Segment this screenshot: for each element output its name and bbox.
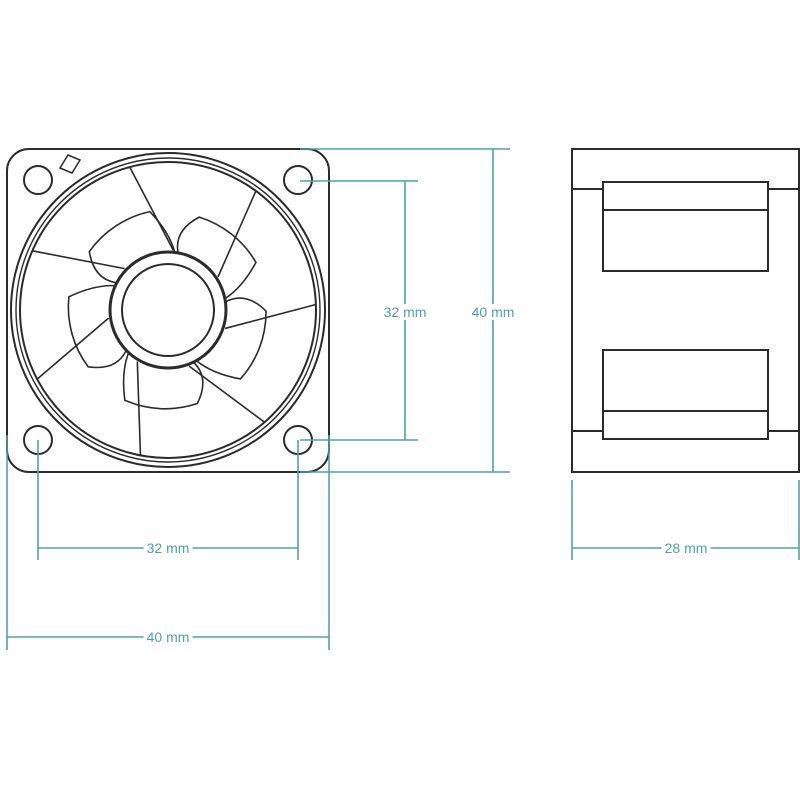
fan-spoke xyxy=(224,303,317,330)
fan-front-view xyxy=(6,148,330,473)
fan-spoke xyxy=(136,361,142,456)
fan-blade xyxy=(88,210,176,284)
fan-spoke xyxy=(217,190,257,278)
dimension-lines xyxy=(6,148,800,650)
fan-spoke xyxy=(36,317,110,380)
dimension-label-hole-spacing-horizontal: 32 mm xyxy=(143,540,193,556)
fan-blade xyxy=(122,352,204,410)
fan-blade xyxy=(67,284,127,369)
fan-side-view xyxy=(571,148,800,473)
fan-blade xyxy=(195,297,267,380)
fan-spoke xyxy=(128,166,174,251)
fan-spoke xyxy=(32,250,125,270)
dimension-label-height: 40 mm xyxy=(468,304,518,320)
dimension-label-hole-spacing-vertical: 32 mm xyxy=(380,304,430,320)
dimension-label-width: 40 mm xyxy=(143,629,193,645)
fan-blade xyxy=(176,216,257,300)
dimension-label-depth: 28 mm xyxy=(661,540,711,556)
